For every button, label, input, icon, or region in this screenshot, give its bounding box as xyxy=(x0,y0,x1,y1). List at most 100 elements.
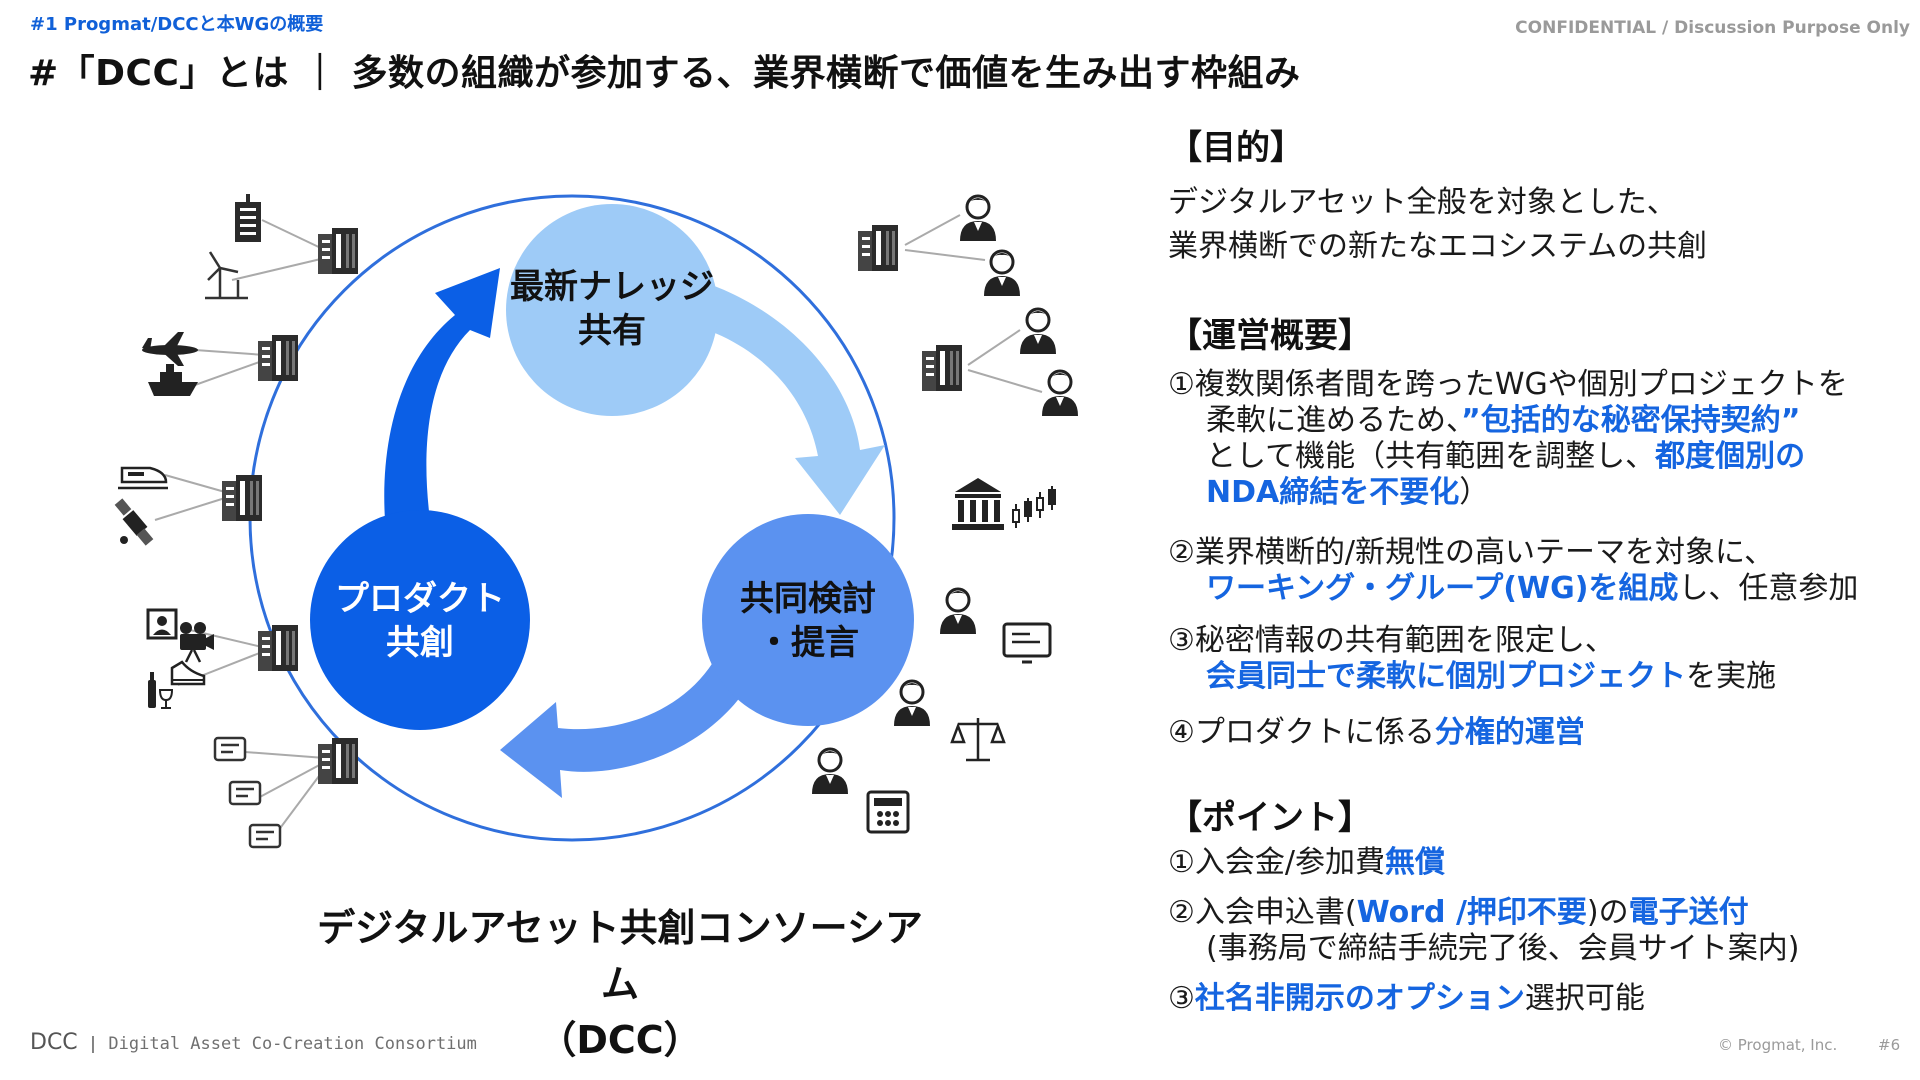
text-span: ①入会金/参加費 xyxy=(1168,845,1386,880)
text-span: を実施 xyxy=(1686,659,1776,694)
text-span: ） xyxy=(1459,475,1490,510)
dcc-cycle-diagram: 最新ナレッジ 共有 共同検討 ・提言 プロダクト 共創 xyxy=(114,194,1080,849)
highlight-span: ”包括的な秘密保持契約” xyxy=(1461,403,1801,438)
operation-item-1: ①複数関係者間を跨ったWGや個別プロジェクトを 柔軟に進めるため、”包括的な秘密… xyxy=(1168,367,1908,511)
lawyer-icon xyxy=(892,679,932,728)
footer-logo-subtitle: Digital Asset Co-Creation Consortium xyxy=(108,1034,477,1054)
purpose-heading: 【目的】 xyxy=(1168,128,1304,168)
highlight-span: 都度個別の xyxy=(1655,439,1806,474)
operation-item-1-line-2: 柔軟に進めるため、”包括的な秘密保持契約” xyxy=(1168,403,1908,439)
node-left-label-1: プロダクト xyxy=(335,579,505,619)
text-span: ④プロダクトに係る xyxy=(1168,715,1435,750)
person-icon xyxy=(958,194,998,243)
banknote-icon xyxy=(228,780,262,806)
candlestick-chart-icon xyxy=(1012,486,1056,528)
knowledge-sharing-node xyxy=(506,204,718,416)
calculator-icon xyxy=(866,790,910,834)
ship-icon xyxy=(148,364,198,396)
confidential-label: CONFIDENTIAL / Discussion Purpose Only xyxy=(1515,18,1910,38)
operation-item-2-line-1: ②業界横断的/新規性の高いテーマを対象に、 xyxy=(1168,535,1775,570)
consortium-name-line1: デジタルアセット共創コンソーシアム xyxy=(317,906,923,1006)
wind-turbine-icon xyxy=(205,251,248,300)
person-icon xyxy=(982,249,1022,298)
operation-heading: 【運営概要】 xyxy=(1168,316,1372,356)
points-item-2: ②入会申込書(Word /押印不要)の電子送付 (事務局で締結手続完了後、会員サ… xyxy=(1168,895,1908,967)
highlight-span: ワーキング・グループ(WG)を組成 xyxy=(1206,571,1679,606)
points-item-2-line-2: (事務局で締結手続完了後、会員サイト案内) xyxy=(1206,931,1800,966)
points-item-2-line-1: ②入会申込書(Word /押印不要)の電子送付 xyxy=(1168,895,1908,931)
consortium-name-line2: （DCC） xyxy=(538,1018,702,1062)
highlight-span: 分権的運営 xyxy=(1434,715,1585,750)
purpose-line-2: 業界横断での新たなエコシステムの共創 xyxy=(1168,229,1708,264)
highlight-span: 社名非開示のオプション xyxy=(1194,981,1525,1016)
footer-logo-mark: DCC xyxy=(30,1030,78,1055)
train-icon xyxy=(118,466,168,490)
highlight-span: 無償 xyxy=(1385,845,1446,880)
footer-logo-divider: | xyxy=(87,1034,99,1054)
text-span: 選択可能 xyxy=(1524,981,1645,1016)
arrow-right-to-left xyxy=(500,650,760,798)
node-right-label-1: 共同検討 xyxy=(740,579,876,619)
airplane-icon xyxy=(142,332,198,366)
operation-item-3-line-1: ③秘密情報の共有範囲を限定し、 xyxy=(1168,623,1615,658)
page-number: #6 xyxy=(1878,1036,1901,1054)
text-span: )の xyxy=(1586,895,1629,930)
scales-icon xyxy=(950,718,1006,762)
office-building-icon xyxy=(318,228,358,274)
operation-item-3: ③秘密情報の共有範囲を限定し、 会員同士で柔軟に個別プロジェクトを実施 xyxy=(1168,623,1908,695)
accountant-icon xyxy=(810,747,850,796)
highlight-span: 会員同士で柔軟に個別プロジェクト xyxy=(1206,659,1686,694)
office-building-icon xyxy=(318,738,358,784)
computer-icon xyxy=(1002,622,1052,664)
copyright: © Progmat, Inc. xyxy=(1718,1036,1838,1054)
text-span: ②入会申込書( xyxy=(1168,895,1357,930)
node-top-label-2: 共有 xyxy=(578,311,646,351)
tower-icon xyxy=(235,194,261,242)
art-frame-icon xyxy=(146,608,178,640)
camera-icon xyxy=(180,622,214,663)
text-span: ③ xyxy=(1168,981,1195,1016)
footer-logo: DCC | Digital Asset Co-Creation Consorti… xyxy=(30,1030,477,1055)
page-title: #「DCC」とは ｜ 多数の組織が参加する、業界横断で価値を生み出す枠組み xyxy=(28,53,1301,94)
product-cocreation-node xyxy=(310,510,530,730)
office-building-icon xyxy=(258,335,298,381)
points-item-3: ③社名非開示のオプション選択可能 xyxy=(1168,981,1908,1017)
operation-item-2: ②業界横断的/新規性の高いテーマを対象に、 ワーキング・グループ(WG)を組成し… xyxy=(1168,535,1908,607)
highlight-span: 電子送付 xyxy=(1628,895,1749,930)
purpose-section: 【目的】 デジタルアセット全般を対象とした、 業界横断での新たなエコシステムの共… xyxy=(1168,120,1908,269)
operation-section: 【運営概要】 ①複数関係者間を跨ったWGや個別プロジェクトを 柔軟に進めるため、… xyxy=(1168,308,1908,751)
office-building-icon xyxy=(258,625,298,671)
text-span: し、任意参加 xyxy=(1678,571,1859,606)
operation-item-1-line-3: として機能（共有範囲を調整し、都度個別の xyxy=(1168,439,1908,475)
purpose-line-1: デジタルアセット全般を対象とした、 xyxy=(1168,185,1677,220)
node-left-label-2: 共創 xyxy=(386,623,454,663)
wine-icon xyxy=(148,672,174,709)
arrow-top-to-right xyxy=(672,275,885,515)
highlight-span: Word /押印不要 xyxy=(1356,895,1587,930)
text-span: として機能（共有範囲を調整し、 xyxy=(1206,439,1656,474)
bank-icon xyxy=(952,478,1004,530)
operation-item-3-line-2: 会員同士で柔軟に個別プロジェクトを実施 xyxy=(1168,659,1908,695)
invoice-icon xyxy=(213,736,247,762)
text-span: 柔軟に進めるため、 xyxy=(1206,403,1461,438)
connector-lines xyxy=(154,214,1043,836)
node-right-label-2: ・提言 xyxy=(757,623,859,663)
office-building-icon xyxy=(922,345,962,391)
office-building-icon xyxy=(858,225,898,271)
points-item-1: ①入会金/参加費無償 xyxy=(1168,845,1908,881)
certificate-icon xyxy=(248,823,282,849)
office-building-icon xyxy=(222,475,262,521)
coder-icon xyxy=(938,587,978,636)
joint-study-node xyxy=(702,514,914,726)
operation-item-4: ④プロダクトに係る分権的運営 xyxy=(1168,715,1908,751)
operation-item-2-line-2: ワーキング・グループ(WG)を組成し、任意参加 xyxy=(1168,571,1908,607)
highlight-span: NDA締結を不要化 xyxy=(1206,475,1460,510)
operation-item-1-line-4: NDA締結を不要化） xyxy=(1168,475,1908,511)
satellite-icon xyxy=(114,498,154,546)
points-heading: 【ポイント】 xyxy=(1168,798,1372,838)
person-icon xyxy=(1040,369,1080,418)
consortium-name: デジタルアセット共創コンソーシアム （DCC） xyxy=(300,900,940,1068)
arrow-left-to-top xyxy=(384,268,500,520)
section-label: #1 Progmat/DCCと本WGの概要 xyxy=(30,14,324,35)
person-icon xyxy=(1018,307,1058,356)
